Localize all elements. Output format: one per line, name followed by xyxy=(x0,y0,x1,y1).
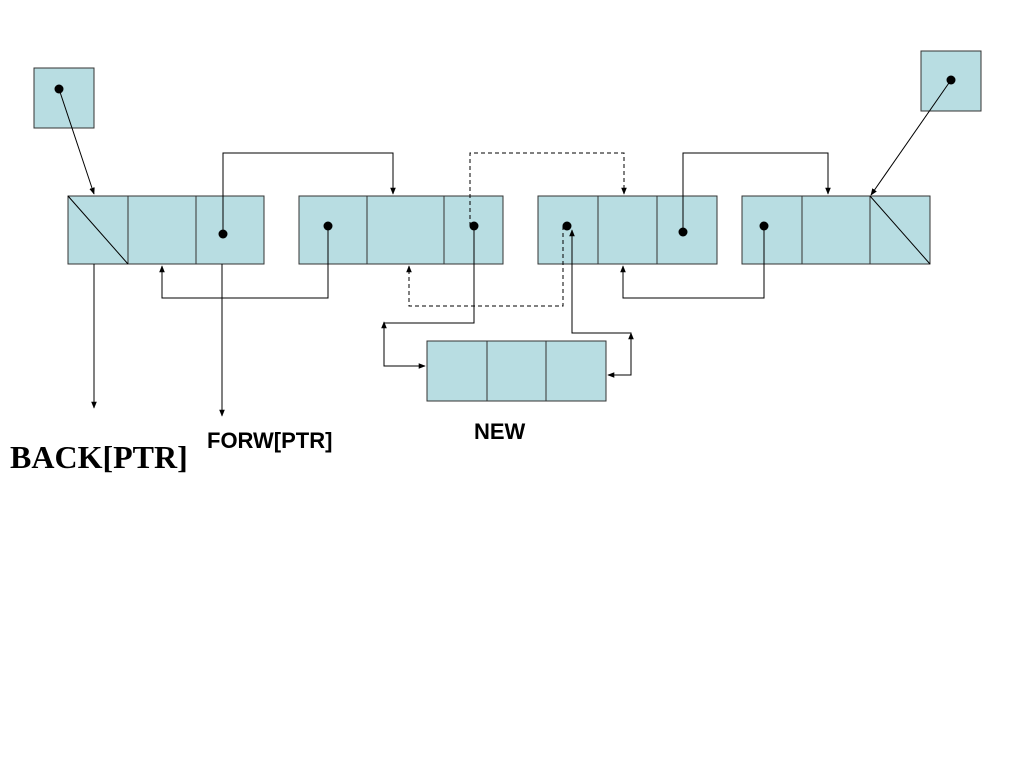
last-pointer-arrow xyxy=(870,79,952,196)
first-pointer-box xyxy=(33,67,95,129)
new-node xyxy=(426,340,607,402)
list-node-1 xyxy=(67,195,265,265)
list-node-3 xyxy=(537,195,718,265)
list-node-2 xyxy=(298,195,504,265)
new-node-label: NEW xyxy=(474,419,526,444)
last-pointer-box xyxy=(920,50,982,112)
forw-link-node3-node4 xyxy=(682,152,831,232)
old-back-link-node3-node2 xyxy=(406,226,564,307)
first-pointer-arrow xyxy=(58,88,95,195)
old-forw-link-node2-node3 xyxy=(469,152,627,226)
forw-ptr-label: FORW[PTR] xyxy=(207,428,332,453)
forw-link-node1-node2 xyxy=(222,152,396,234)
back-link-node4-node3 xyxy=(620,226,765,299)
back-ptr-label: BACK[PTR] xyxy=(10,439,188,475)
back-link-node2-node1 xyxy=(159,226,329,299)
list-node-4 xyxy=(741,195,931,265)
